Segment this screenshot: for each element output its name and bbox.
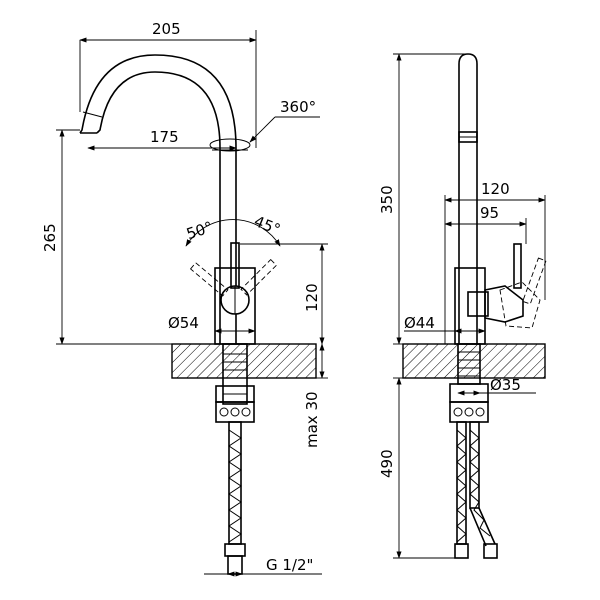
front-shank [222, 343, 248, 405]
side-view: 350 120 95 Ø44 Ø35 490 [378, 53, 547, 559]
dim-95-label: 95 [480, 204, 499, 222]
side-hose-left-nut [454, 543, 469, 559]
dim-350-label: 350 [378, 185, 396, 214]
front-hose-nut [227, 555, 243, 575]
dim-360-leader [249, 116, 276, 143]
side-hose-left-braid [456, 429, 467, 543]
dim-max30-label: max 30 [303, 391, 321, 448]
front-angle-left-label: 50° [184, 218, 215, 243]
side-lever-ghost [522, 257, 547, 305]
side-hose-right-braid [469, 429, 491, 537]
side-hose-port-1 [453, 407, 463, 417]
front-hose-port-3 [241, 407, 251, 417]
dim-175-label: 175 [150, 128, 179, 146]
front-spout-outer [79, 54, 237, 344]
side-hose-port-2 [464, 407, 474, 417]
front-hose-port-1 [219, 407, 229, 417]
side-hose-right [469, 421, 480, 509]
side-cartridge-body [484, 285, 524, 323]
front-aerator-band [82, 111, 103, 118]
dim-o54-label: Ø54 [168, 314, 199, 332]
front-angle-right-label: 45° [252, 212, 283, 239]
dim-360-label: 360° [280, 98, 316, 116]
dim-thread-label: G 1/2" [266, 556, 313, 574]
side-cartridge-ghost [499, 281, 541, 329]
side-cartridge-collar [467, 291, 489, 317]
front-view: 50° 45° 205 175 360° [41, 20, 328, 577]
dim-205-label: 205 [152, 20, 181, 38]
side-hose-port-3 [475, 407, 485, 417]
front-spout-inner [96, 71, 221, 344]
dim-265-label: 265 [41, 223, 59, 252]
front-hose-port-2 [230, 407, 240, 417]
dim-120-label: 120 [303, 283, 321, 312]
dim-o44-label: Ø44 [404, 314, 435, 332]
front-hose-braid [228, 429, 242, 543]
side-hose-left [456, 421, 467, 545]
side-shank-threads [458, 351, 480, 377]
dim-490-label: 490 [378, 449, 396, 478]
front-countertop [171, 343, 317, 379]
side-hose-right-nut [483, 543, 498, 559]
side-countertop [402, 343, 546, 379]
front-swivel-collar [209, 138, 251, 152]
front-hose [228, 421, 242, 545]
side-lever-handle [513, 243, 522, 289]
front-hose-block [215, 401, 255, 423]
front-angle-arc [185, 219, 281, 247]
dim-side-120-label: 120 [481, 180, 510, 198]
front-lever-handle [230, 242, 240, 289]
dim-o35-label: Ø35 [490, 376, 521, 394]
front-lever-ghost-right [240, 258, 278, 296]
side-hose-right-bend [469, 507, 496, 547]
front-lever-ghost-left [189, 262, 229, 297]
front-hose-fitting [224, 543, 246, 557]
side-hose-block [449, 401, 489, 423]
